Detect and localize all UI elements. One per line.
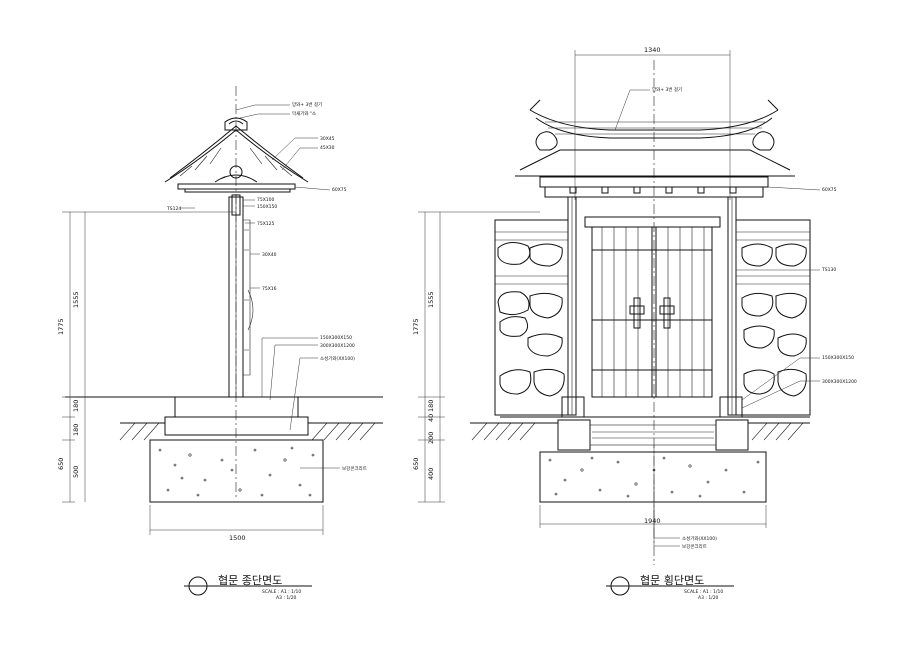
dim-height-total-r: 1775 [412, 318, 420, 335]
label-300x300x1200-r: 300X300X1200 [822, 379, 857, 385]
scale-line-2-r: A3 : 1/20 [698, 595, 719, 601]
label-roof-tile: 막새기와 "소 [292, 110, 316, 117]
dim-foundation2-r: 400 [427, 468, 435, 480]
dim-base1: 180 [72, 400, 80, 412]
label-concrete-r: 보강콘크리트 [682, 543, 707, 550]
label-75x100: 75X100 [257, 197, 275, 203]
label-150x150-r: TS130 [821, 267, 836, 273]
label-30x40: 30X40 [262, 252, 277, 258]
label-75x16: 75X16 [262, 286, 277, 292]
label-150x150: 150X150 [257, 204, 277, 210]
section-title-r: 협문 횡단면도 [640, 574, 704, 587]
dim-foundation-r: 650 [412, 458, 420, 470]
dim-base2: 180 [72, 424, 80, 436]
scale-line-1: SCALE : A1 : 1/10 [262, 589, 301, 595]
dim-height-mid: 1555 [72, 291, 80, 308]
cross-title: 협문 횡단면도 SCALE : A1 : 1/10 A3 : 1/20 [606, 574, 734, 601]
label-roof-ridge: 망와+ 3번 걸기 [292, 101, 322, 108]
cross-section [418, 50, 821, 565]
label-300x300x1200: 300X300X1200 [320, 343, 355, 349]
label-30x45: 30X45 [320, 136, 335, 142]
dim-base2-r: 200 [427, 432, 435, 444]
label-150x300x150-r: 150X300X150 [822, 355, 854, 361]
section-title: 협문 종단면도 [218, 574, 282, 587]
dim-width: 1500 [229, 534, 246, 542]
dim-width-r: 1940 [644, 517, 661, 525]
label-45x30: 45X30 [320, 145, 335, 151]
dim-b3-r: 40 [427, 414, 435, 422]
label-concrete: 보강콘크리트 [342, 465, 367, 472]
dim-foundation2: 500 [72, 466, 80, 478]
label-roof-ridge-r: 망와+ 3번 걸기 [652, 86, 682, 93]
label-60x75: 60X75 [332, 187, 347, 193]
dim-top-width: 1340 [644, 46, 661, 54]
cross-labels: 1340 망와+ 3번 걸기 60X75 TS130 150X300X150 3… [412, 46, 857, 550]
dim-foundation: 650 [57, 458, 65, 470]
label-60x75-r: 60X75 [822, 187, 837, 193]
label-150x300x150: 150X300X150 [320, 335, 352, 341]
longitudinal-labels: 망와+ 3번 걸기 막새기와 "소 30X45 45X30 60X75 75X1… [57, 101, 367, 542]
label-ts24: TS124 [166, 206, 181, 212]
label-fired-tile-r: 소성기와(XX100) [682, 535, 717, 542]
scale-line-2: A3 : 1/20 [276, 595, 297, 601]
label-75x125: 75X125 [257, 221, 275, 227]
dim-base1-r: 180 [427, 400, 435, 412]
label-fired-tile: 소성기와(XX100) [320, 355, 355, 362]
dim-height-total: 1775 [57, 318, 65, 335]
scale-line-1-r: SCALE : A1 : 1/10 [684, 589, 723, 595]
longitudinal-title: 협문 종단면도 SCALE : A1 : 1/10 A3 : 1/20 [184, 574, 312, 601]
dim-height-mid-r: 1555 [427, 291, 435, 308]
longitudinal-section [62, 86, 383, 535]
